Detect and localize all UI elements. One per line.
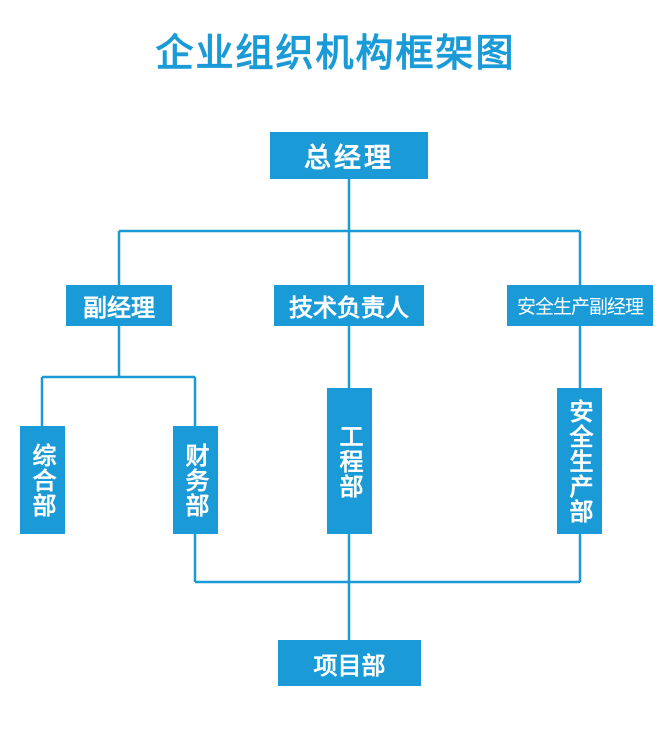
node-engineering-dept-label: 工程部 — [335, 423, 363, 499]
node-tech-lead-label: 技术负责人 — [289, 294, 409, 322]
node-deputy-manager: 副经理 — [66, 285, 172, 326]
node-finance-dept: 财务部 — [173, 426, 218, 534]
node-deputy-manager-label: 副经理 — [83, 294, 155, 322]
node-finance-dept-label: 财务部 — [181, 442, 209, 518]
node-general-manager: 总经理 — [270, 132, 428, 179]
node-project-dept-label: 项目部 — [313, 651, 386, 680]
node-general-manager-label: 总经理 — [304, 143, 394, 174]
node-general-affairs-dept: 综合部 — [20, 426, 65, 534]
node-safety-deputy-manager-label: 安全生产副经理 — [516, 296, 644, 318]
node-tech-lead: 技术负责人 — [274, 285, 424, 326]
node-safety-production-dept-label: 安全生产部 — [565, 398, 593, 524]
node-safety-production-dept: 安全生产部 — [557, 388, 602, 534]
node-project-dept: 项目部 — [278, 640, 421, 686]
node-safety-deputy-manager: 安全生产副经理 — [507, 285, 653, 326]
page-title: 企业组织机构框架图 — [155, 30, 516, 75]
node-engineering-dept: 工程部 — [327, 388, 372, 534]
node-general-affairs-dept-label: 综合部 — [28, 442, 56, 518]
